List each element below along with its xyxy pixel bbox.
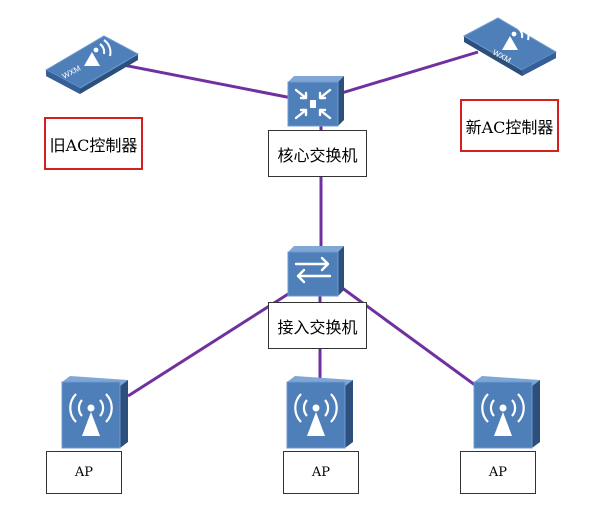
new-ac-controller-label: 新AC控制器 — [460, 99, 559, 152]
ap-right-icon — [473, 376, 540, 449]
core-switch-label: 核心交换机 — [268, 130, 367, 177]
link-old-ac-core — [117, 62, 293, 100]
ap-middle-label: AP — [283, 451, 359, 494]
ap-left-label: AP — [46, 451, 122, 494]
core-switch-icon — [287, 76, 344, 127]
ap-right-label: AP — [460, 451, 536, 494]
ap-left-icon — [61, 376, 128, 449]
new-ac-controller-icon: WXM — [462, 17, 558, 76]
link-access-ap-left — [127, 280, 308, 398]
link-access-ap-right — [333, 280, 491, 398]
old-ac-controller-label: 旧AC控制器 — [44, 117, 143, 170]
ap-middle-icon — [286, 376, 353, 449]
access-switch-label: 接入交换机 — [268, 302, 367, 349]
old-ac-controller-icon: WXM — [44, 35, 140, 94]
link-new-ac-core — [334, 50, 479, 97]
access-switch-icon — [287, 246, 344, 297]
